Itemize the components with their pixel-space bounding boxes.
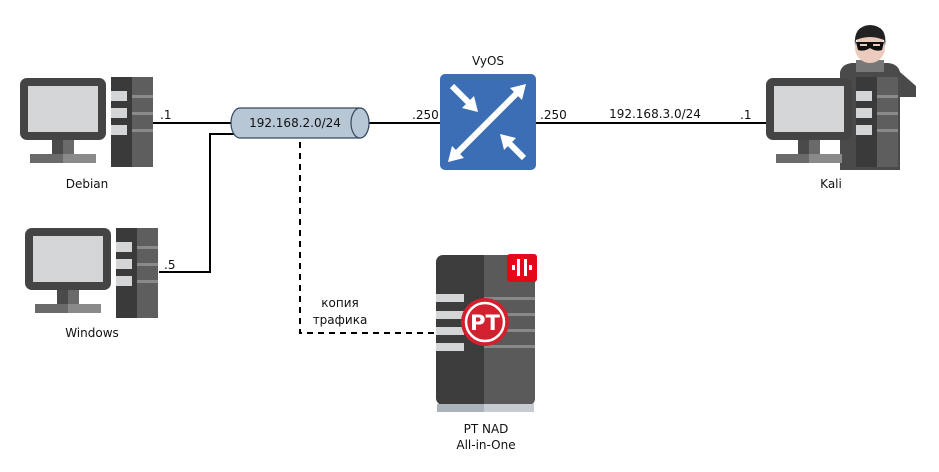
subnet-label: 192.168.2.0/24	[249, 116, 341, 130]
windows-ip: .5	[164, 258, 175, 272]
svg-text:PT: PT	[470, 311, 500, 335]
mirror-label-line1: копия	[321, 296, 358, 310]
kali-label: Kali	[820, 177, 842, 191]
ptnad-label-line1: PT NAD	[464, 422, 509, 436]
node-pt-nad[interactable]: PT PT NAD All-in-One	[436, 254, 537, 452]
mirror-label-line2: трафика	[313, 313, 368, 327]
node-kali[interactable]: Kali	[766, 25, 916, 191]
monitor-icon	[20, 78, 106, 163]
pc-tower-icon	[116, 228, 158, 318]
kali-ip: .1	[740, 108, 751, 122]
monitor-icon	[25, 228, 111, 313]
router-label: VyOS	[472, 54, 504, 68]
node-switch-subnet[interactable]: 192.168.2.0/24	[230, 107, 370, 139]
debian-label: Debian	[66, 177, 109, 191]
nad-badge-icon	[507, 254, 537, 282]
debian-ip: .1	[160, 108, 171, 122]
pc-tower-icon	[111, 77, 153, 167]
node-vyos-router[interactable]: VyOS	[440, 54, 536, 170]
router-arrows-icon	[448, 83, 527, 162]
windows-label: Windows	[65, 326, 119, 340]
monitor-icon	[766, 78, 852, 163]
link-windows-switch	[159, 133, 240, 273]
node-windows[interactable]: Windows .5	[25, 228, 175, 340]
link-mirror-traffic	[299, 142, 436, 334]
router-ip-right: .250	[540, 108, 567, 122]
node-debian[interactable]: Debian .1	[20, 77, 171, 191]
ptnad-label-line2: All-in-One	[456, 438, 515, 452]
wan-subnet-label: 192.168.3.0/24	[609, 107, 701, 121]
router-ip-left: .250	[412, 108, 439, 122]
pt-logo-icon: PT	[461, 298, 509, 346]
pc-tower-icon	[856, 77, 898, 167]
